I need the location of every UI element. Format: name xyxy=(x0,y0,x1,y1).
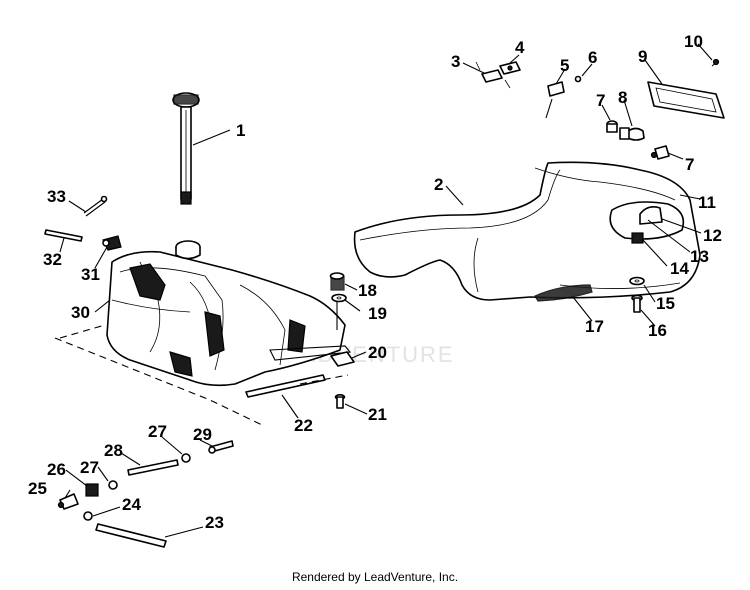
callout-12: 12 xyxy=(703,226,722,245)
seat[interactable] xyxy=(353,161,701,301)
callout-2: 2 xyxy=(434,175,443,194)
fuel-tank[interactable] xyxy=(106,240,346,387)
callout-31: 31 xyxy=(81,265,100,284)
mounting-rail[interactable] xyxy=(245,374,326,398)
small-screw[interactable] xyxy=(574,75,582,83)
callout-29: 29 xyxy=(193,425,212,444)
callout-33: 33 xyxy=(47,187,66,206)
vent-fitting[interactable] xyxy=(102,235,122,251)
callout-19: 19 xyxy=(368,304,387,323)
callout-1: 1 xyxy=(236,121,245,140)
callout-labels: 1 2 3 4 5 6 9 10 7 8 7 11 12 13 14 15 16… xyxy=(28,32,722,532)
bulb-socket-upper[interactable] xyxy=(606,120,618,133)
callout-10: 10 xyxy=(684,32,703,51)
hose-clamp-b[interactable] xyxy=(108,480,118,490)
fuel-fitting[interactable] xyxy=(85,483,99,497)
footer-credit: Rendered by LeadVenture, Inc. xyxy=(291,570,459,584)
tank-tray-outline-2 xyxy=(59,324,106,339)
vent-line[interactable] xyxy=(83,195,108,217)
clip-guide-2 xyxy=(504,79,511,89)
socket-plate[interactable] xyxy=(547,81,565,97)
taillight-lens[interactable] xyxy=(647,81,725,119)
callout-6: 6 xyxy=(588,48,597,67)
plate-bolt[interactable] xyxy=(334,393,346,409)
leader-lines xyxy=(59,43,713,538)
hose-clamp-a[interactable] xyxy=(83,511,93,521)
tank-tray-bracket xyxy=(269,345,352,361)
bulb[interactable] xyxy=(619,127,645,141)
callout-24: 24 xyxy=(122,495,141,514)
callout-7a: 7 xyxy=(596,91,605,110)
tank-tray-outline xyxy=(54,337,263,426)
callout-11: 11 xyxy=(698,193,716,212)
hose-clamp-c[interactable] xyxy=(181,453,191,463)
seat-latch[interactable] xyxy=(639,206,663,225)
taillight-clip[interactable] xyxy=(499,61,521,75)
callout-3: 3 xyxy=(451,52,460,71)
clip-guide xyxy=(475,61,481,71)
rail-guide xyxy=(299,374,349,385)
callout-13: 13 xyxy=(690,247,709,266)
callout-5: 5 xyxy=(560,56,569,75)
callout-22: 22 xyxy=(294,416,313,435)
bulb-socket-lower[interactable] xyxy=(650,145,670,160)
fuel-sender[interactable] xyxy=(172,92,200,205)
elbow-fitting[interactable] xyxy=(208,440,234,454)
long-hose[interactable] xyxy=(95,523,167,548)
callout-15: 15 xyxy=(656,294,675,313)
seat-nut[interactable] xyxy=(631,232,644,244)
callout-16: 16 xyxy=(648,321,667,340)
seat-pan[interactable] xyxy=(534,284,593,302)
washer[interactable] xyxy=(331,293,347,303)
grommet[interactable] xyxy=(329,272,345,291)
callout-14: 14 xyxy=(670,259,689,278)
callout-20: 20 xyxy=(368,343,387,362)
taillight-gasket[interactable] xyxy=(481,69,503,83)
callout-18: 18 xyxy=(358,281,377,300)
short-hose[interactable] xyxy=(127,459,179,476)
vent-hose[interactable] xyxy=(44,229,83,242)
callout-32: 32 xyxy=(43,250,62,269)
callout-4: 4 xyxy=(515,38,525,57)
callout-7b: 7 xyxy=(685,155,694,174)
fuel-valve[interactable] xyxy=(57,493,79,510)
callout-23: 23 xyxy=(205,513,224,532)
seat-bolt[interactable] xyxy=(631,294,643,313)
callout-25: 25 xyxy=(28,479,47,498)
callout-27b: 27 xyxy=(148,422,167,441)
socket-wire xyxy=(545,98,553,119)
callout-28: 28 xyxy=(104,441,123,460)
seat-washer[interactable] xyxy=(629,276,645,286)
callout-9: 9 xyxy=(638,47,647,66)
callout-26: 26 xyxy=(47,460,66,479)
callout-8: 8 xyxy=(618,88,627,107)
callout-27a: 27 xyxy=(80,458,99,477)
lens-screw[interactable] xyxy=(711,58,720,67)
callout-17: 17 xyxy=(585,317,604,336)
callout-30: 30 xyxy=(71,303,90,322)
plate[interactable] xyxy=(330,351,355,367)
callout-21: 21 xyxy=(368,405,387,424)
